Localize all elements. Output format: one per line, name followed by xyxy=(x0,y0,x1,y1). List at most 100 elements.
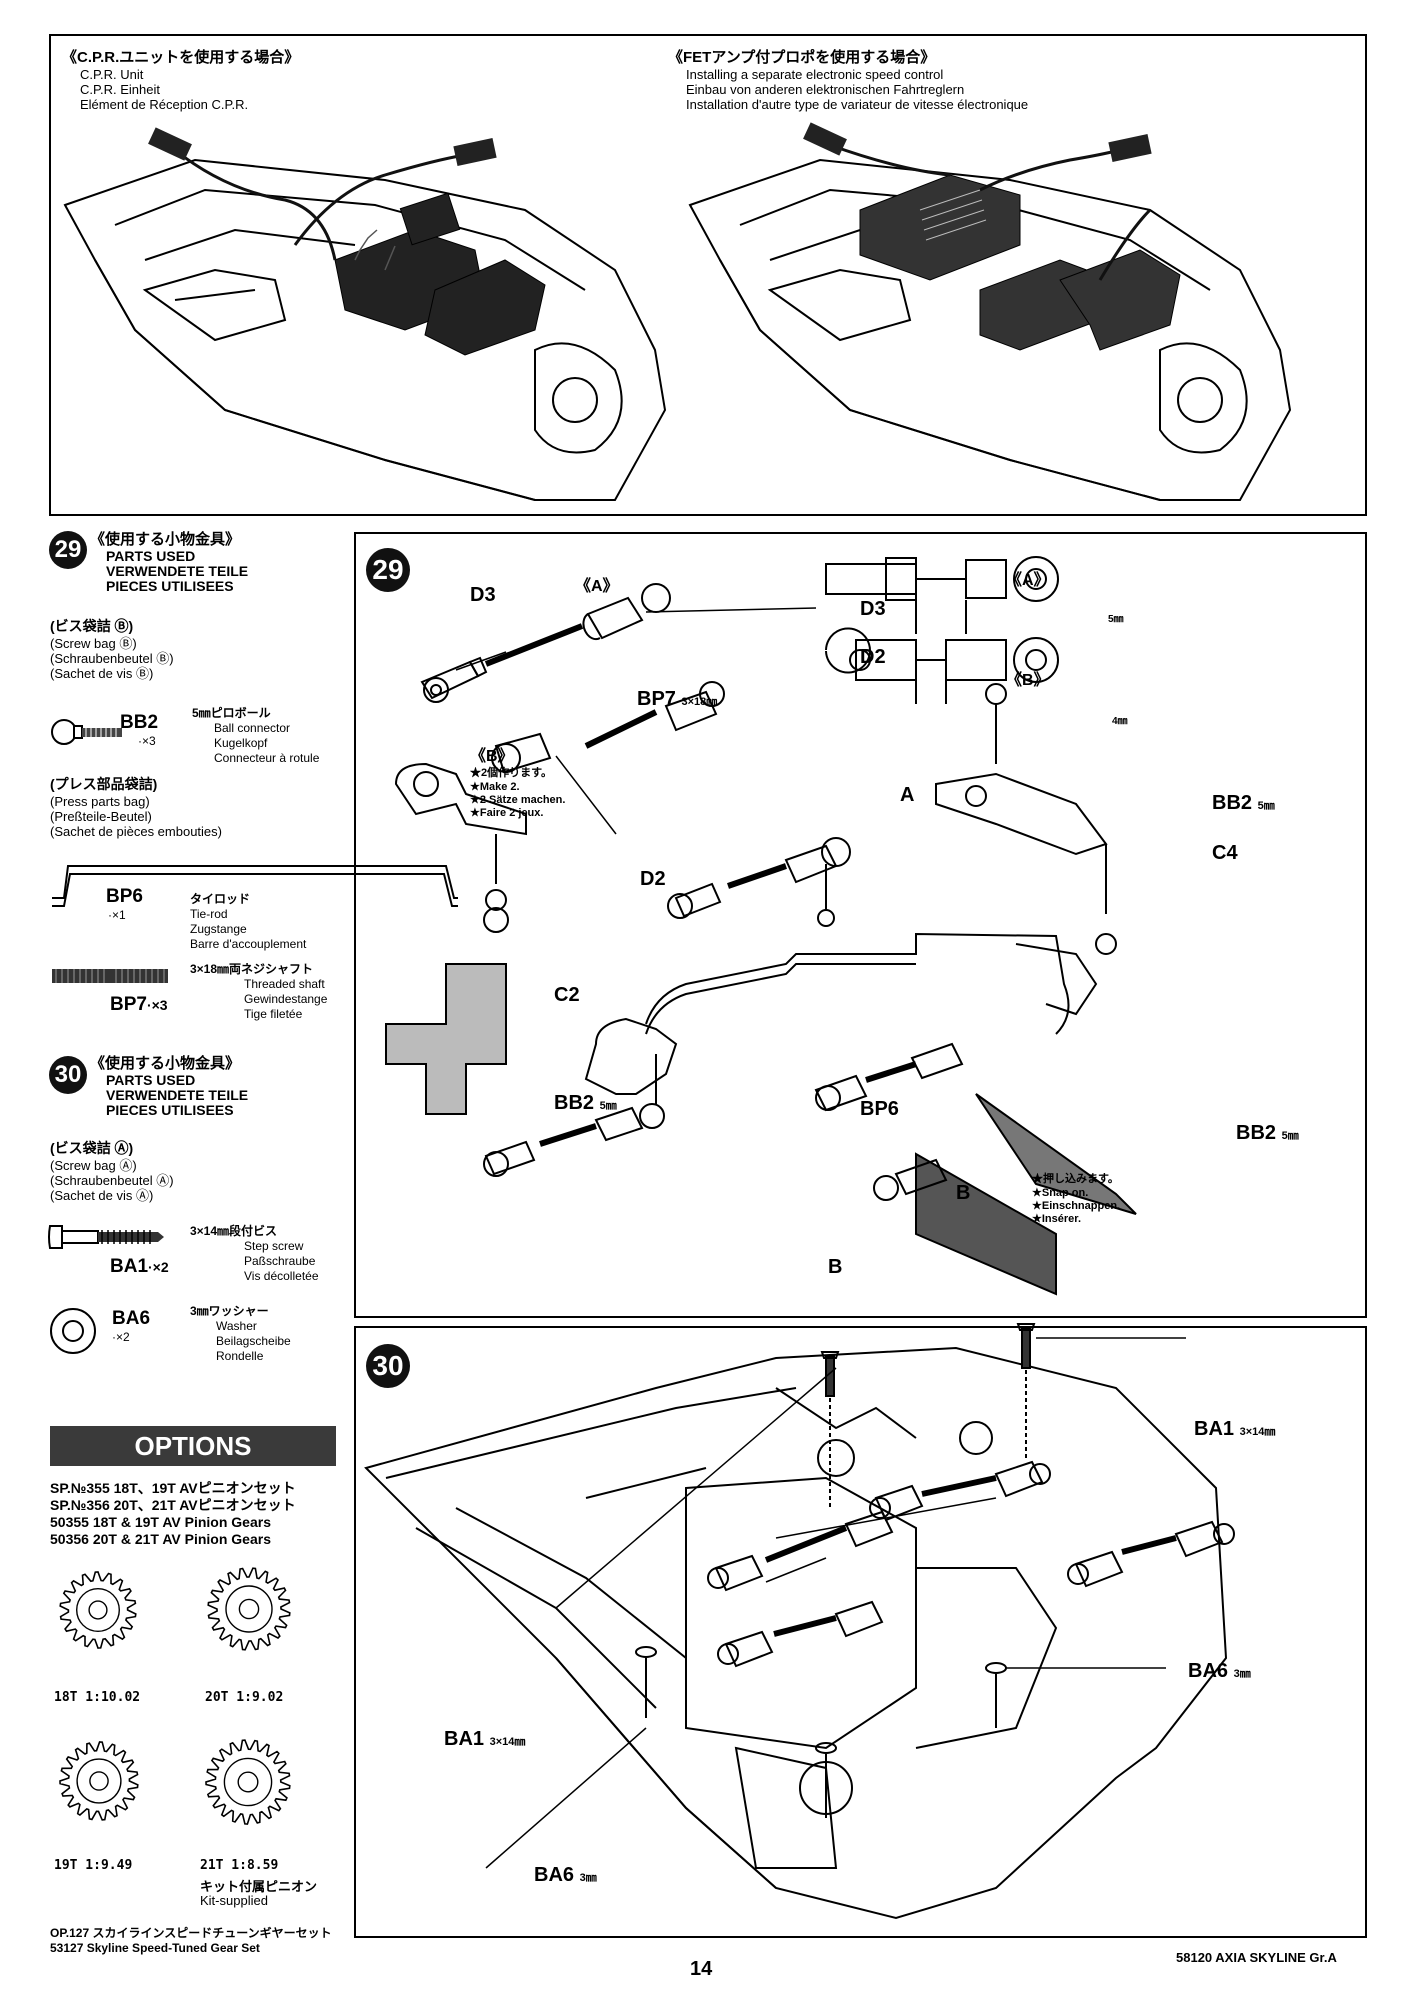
label-bb2-right: BB2 5㎜ xyxy=(1236,1122,1299,1145)
bp7-desc: 3×18㎜両ネジシャフト Threaded shaft Gewindestang… xyxy=(190,960,327,1022)
step-29-bag-line-1: (Screw bag Ⓑ) xyxy=(50,636,137,651)
ba6-code: BA6 xyxy=(112,1308,151,1329)
press-parts-bag: (プレス部品袋詰) (Press parts bag) (Preßteile-B… xyxy=(50,774,222,839)
gear-hub xyxy=(76,1588,120,1632)
press-line-2: (Preßteile-Beutel) xyxy=(50,809,152,824)
gear-21t-label: 21T 1:8.59 xyxy=(200,1858,279,1873)
gear-hub xyxy=(89,1771,109,1791)
kit-supplied-jp: キット付属ピニオン xyxy=(200,1879,318,1894)
ba1-line-2: Paßschraube xyxy=(244,1254,316,1268)
step-30-bag-line-1: (Screw bag Ⓐ) xyxy=(50,1158,137,1173)
gear-20t-label: 20T 1:9.02 xyxy=(205,1690,284,1705)
bp7-qty: ·×3 xyxy=(146,997,168,1013)
step-30-side-heading-line-1: PARTS USED xyxy=(106,1072,196,1088)
op-127: OP.127 スカイラインスピードチューンギヤーセット 53127 Skylin… xyxy=(50,1924,332,1955)
chassis-cpr-illustration xyxy=(63,127,667,501)
bb2-desc: 5㎜ピロボール Ball connector Kugelkopf Connect… xyxy=(192,704,319,766)
press-jp: (プレス部品袋詰) xyxy=(50,776,158,792)
page-number: 14 xyxy=(690,1958,713,1980)
threaded-shaft-icon xyxy=(52,969,168,983)
step-30-side-heading: 《使用する小物金具》 PARTS USED VERWENDETE TEILE P… xyxy=(90,1052,248,1118)
washer-icon xyxy=(50,1308,96,1354)
gear-hub xyxy=(88,1600,108,1620)
snap-fr: ★Insérer. xyxy=(1032,1213,1082,1225)
step-29-number: 29 xyxy=(366,548,410,592)
top-left-line-1: C.P.R. Unit xyxy=(80,67,144,82)
gear-teeth xyxy=(59,1571,137,1649)
step-30-bag-line-2: (Schraubenbeutel Ⓐ) xyxy=(50,1173,174,1188)
ba6-line-3: Rondelle xyxy=(216,1349,264,1363)
bp7-jp: 3×18㎜両ネジシャフト xyxy=(190,962,314,976)
snap-jp: ★押し込みます。 xyxy=(1032,1173,1119,1185)
model-code: 58120 AXIA SKYLINE Gr.A xyxy=(1176,1950,1337,1965)
step-30-side-heading-line-3: PIECES UTILISEES xyxy=(106,1102,234,1118)
step-screw-icon xyxy=(48,1225,164,1249)
op-line-1: OP.127 スカイラインスピードチューンギヤーセット xyxy=(50,1926,332,1940)
bp6-code: BP6 xyxy=(106,886,143,907)
label-bb2-top: BB2 5㎜ xyxy=(1212,792,1275,815)
gear-18t-icon xyxy=(59,1571,137,1649)
label-d2-top: D2 xyxy=(860,646,886,668)
gear-21t-icon xyxy=(205,1739,291,1825)
bp7-line-2: Gewindestange xyxy=(244,992,328,1006)
kit-supplied-en: Kit-supplied xyxy=(200,1893,268,1908)
label-bb2-top-code: BB2 xyxy=(1212,792,1253,814)
top-right-heading: 《FETアンプ付プロポを使用する場合》 xyxy=(668,49,936,66)
gear-18t-label: 18T 1:10.02 xyxy=(54,1690,141,1705)
options-list: SP.№355 18T、19T AVピニオンセット SP.№356 20T、21… xyxy=(50,1480,296,1548)
top-left-caption: 《C.P.R.ユニットを使用する場合》 C.P.R. Unit C.P.R. E… xyxy=(62,46,299,112)
step-30-number: 30 xyxy=(366,1344,410,1388)
label-d3-right: D3 xyxy=(860,598,886,620)
label-d3-left: D3 xyxy=(470,584,496,606)
label-ba6-bottom: BA6 3㎜ xyxy=(534,1864,597,1887)
bp6-line-2: Zugstange xyxy=(190,922,247,936)
gear-19t-label: 19T 1:9.49 xyxy=(54,1858,133,1873)
label-bb2-left-size: 5㎜ xyxy=(599,1100,617,1112)
make-en: ★Make 2. xyxy=(470,781,520,793)
gear-19t-icon xyxy=(59,1741,139,1821)
make-jp: ★2個作ります。 xyxy=(470,767,553,779)
top-left-line-3: Elément de Réception C.P.R. xyxy=(80,97,249,112)
bb2-line-2: Kugelkopf xyxy=(214,736,268,750)
step-29-bag-jp: (ビス袋詰 Ⓑ) xyxy=(50,618,134,634)
label-d2-bottom: D2 xyxy=(640,868,666,890)
bp6-qty: ·×1 xyxy=(108,908,126,922)
press-line-3: (Sachet de pièces embouties) xyxy=(50,824,222,839)
ba6-jp: 3㎜ワッシャー xyxy=(190,1304,269,1318)
step-29-side-number: 29 xyxy=(49,531,87,569)
label-a-part: A xyxy=(900,784,915,806)
options-title: OPTIONS xyxy=(50,1426,336,1466)
ba1-code-text: BA1 xyxy=(110,1256,149,1277)
label-bb2-right-size: 5㎜ xyxy=(1281,1130,1299,1142)
ba1-line-3: Vis décolletée xyxy=(244,1269,319,1283)
step-30-bag: (ビス袋詰 Ⓐ) (Screw bag Ⓐ) (Schraubenbeutel … xyxy=(50,1138,174,1203)
ba1-line-1: Step screw xyxy=(244,1239,304,1253)
ba6-desc: 3㎜ワッシャー Washer Beilagscheibe Rondelle xyxy=(190,1302,291,1364)
top-right-line-3: Installation d'autre type de variateur d… xyxy=(686,97,1029,112)
label-c4: C4 xyxy=(1212,842,1238,864)
gear-hub xyxy=(238,1598,260,1620)
bp6-desc: タイロッド Tie-rod Zugstange Barre d'accouple… xyxy=(190,890,306,952)
bp6-jp: タイロッド xyxy=(190,892,251,906)
make-fr: ★Faire 2 jeux. xyxy=(470,807,544,819)
bb2-line-3: Connecteur à rotule xyxy=(214,751,320,765)
gear-hub xyxy=(223,1757,273,1807)
ball-connector-icon xyxy=(51,719,122,745)
make-de: ★2 Sätze machen. xyxy=(470,794,566,806)
label-bb2-top-size: 5㎜ xyxy=(1257,800,1275,812)
label-b-bottom: B xyxy=(828,1256,843,1278)
label-c2: C2 xyxy=(554,984,580,1006)
bb2-qty: ·×3 xyxy=(138,734,156,748)
options-line-2: SP.№356 20T、21T AVピニオンセット xyxy=(50,1497,296,1513)
label-dim-4mm: 4㎜ xyxy=(1112,716,1128,727)
label-ba6-right-size: 3㎜ xyxy=(1233,1668,1251,1680)
gear-20t-icon xyxy=(207,1567,291,1651)
op-line-2: 53127 Skyline Speed-Tuned Gear Set xyxy=(50,1941,260,1955)
make-two-note: ★2個作ります。 ★Make 2. ★2 Sätze machen. ★Fair… xyxy=(470,764,565,819)
gear-hub xyxy=(225,1585,273,1633)
label-bp7-code: BP7 xyxy=(637,688,676,710)
label-ba6-right-code: BA6 xyxy=(1188,1660,1229,1682)
label-a-mark: 《A》 xyxy=(575,578,619,595)
label-ba1-left-size: 3×14㎜ xyxy=(489,1736,526,1748)
top-panel xyxy=(49,34,1367,516)
